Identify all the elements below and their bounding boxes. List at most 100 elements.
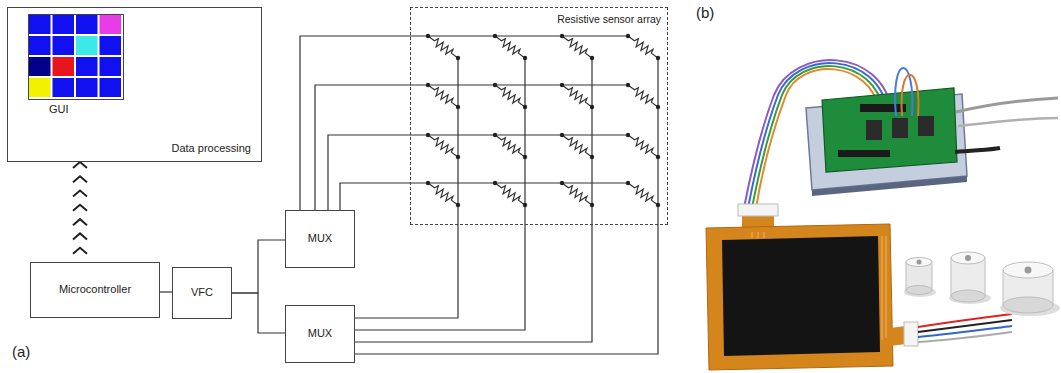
junction-dots xyxy=(426,34,660,207)
column-wire xyxy=(591,58,592,225)
row-wire xyxy=(410,84,628,85)
resistor-symbol xyxy=(493,33,528,61)
screw xyxy=(965,255,971,261)
connector xyxy=(738,204,778,216)
resistor-symbol xyxy=(560,132,595,160)
junction-dot xyxy=(590,203,594,207)
cable xyxy=(958,118,1058,126)
heatmap-cell xyxy=(29,36,51,55)
trace xyxy=(752,232,764,238)
junction-dot xyxy=(493,181,497,185)
resistor-symbol xyxy=(426,33,461,61)
junction-dot xyxy=(626,181,630,185)
junction-dot xyxy=(523,203,527,207)
junction-dot xyxy=(590,105,594,109)
gui-heatmap xyxy=(29,15,121,97)
junction-dot xyxy=(590,155,594,159)
junction-dot xyxy=(560,34,564,38)
weight-large-base xyxy=(1003,297,1053,313)
flex-pcb xyxy=(706,224,893,370)
weight-small-base xyxy=(906,286,932,295)
junction-dot xyxy=(456,105,460,109)
junction-dot xyxy=(560,83,564,87)
wire-loop xyxy=(902,75,919,116)
chip xyxy=(866,120,882,140)
weight-small-top xyxy=(906,258,932,267)
wire xyxy=(918,320,1012,332)
heatmap-cell xyxy=(76,36,98,55)
signal-wire xyxy=(232,240,285,293)
wire xyxy=(918,332,1012,342)
panel-label: (b) xyxy=(696,4,714,21)
signal-wire xyxy=(355,225,658,354)
heatmap-cell xyxy=(100,36,122,55)
signal-wire xyxy=(315,85,410,210)
weight-large-top xyxy=(1003,262,1053,278)
node-text: MUX xyxy=(308,327,332,340)
junction-dot xyxy=(493,133,497,137)
junction-dot xyxy=(626,133,630,137)
weight-medium-base xyxy=(951,290,985,302)
node-text: Microcontroller xyxy=(59,283,131,296)
heatmap-cell xyxy=(100,57,122,76)
junction-dot xyxy=(426,133,430,137)
row-wire xyxy=(410,35,628,36)
trace xyxy=(882,236,886,340)
resistor-symbol xyxy=(426,132,461,160)
junction-dot xyxy=(493,83,497,87)
junction-dot xyxy=(626,83,630,87)
resistor-symbol xyxy=(493,132,528,160)
power-cable xyxy=(955,148,1000,152)
weight-medium-top xyxy=(951,252,985,264)
heatmap-cell xyxy=(53,15,75,34)
heatmap-cell xyxy=(53,78,75,97)
junction-dot xyxy=(426,83,430,87)
signal-wire xyxy=(355,225,592,342)
sensor-array-box: Resistive sensor array xyxy=(410,7,668,225)
heatmap-cell xyxy=(100,78,122,97)
green-pcb xyxy=(822,88,957,172)
row-wire xyxy=(410,134,628,135)
chip xyxy=(892,118,908,138)
heatmap-cell xyxy=(76,15,98,34)
chevron-arrow xyxy=(79,162,80,262)
junction-dot xyxy=(493,34,497,38)
junction-dot xyxy=(560,181,564,185)
panel-label: (a) xyxy=(12,343,30,360)
converter-box: VFC xyxy=(172,267,232,319)
junction-dot xyxy=(523,56,527,60)
junction-dot xyxy=(590,56,594,60)
junction-dot xyxy=(656,155,660,159)
resistor-symbol xyxy=(626,132,661,160)
row-wire xyxy=(410,182,628,183)
junction-dot xyxy=(560,133,564,137)
resistor-symbol xyxy=(560,180,595,208)
connector xyxy=(904,322,918,346)
node-text: MUX xyxy=(308,232,332,245)
resistor-symbol xyxy=(560,82,595,110)
pin-header xyxy=(838,150,890,157)
resistor-symbol xyxy=(626,180,661,208)
heatmap-cell xyxy=(100,15,122,34)
mux-box: MUX xyxy=(285,305,355,363)
wire xyxy=(918,326,1012,337)
signal-wire xyxy=(355,225,458,318)
microcontroller-box: Microcontroller xyxy=(30,262,160,318)
junction-dot xyxy=(656,56,660,60)
signal-wire xyxy=(160,291,172,292)
junction-dot xyxy=(456,155,460,159)
signal-wire xyxy=(355,225,525,330)
signal-wire xyxy=(328,135,410,210)
column-wire xyxy=(524,58,525,225)
base-edge xyxy=(812,176,967,196)
mux-box: MUX xyxy=(285,210,355,268)
heatmap-cell xyxy=(53,57,75,76)
node-text: Resistive sensor array xyxy=(557,13,661,26)
screw xyxy=(1025,267,1032,274)
resistor-grid xyxy=(410,33,660,225)
junction-dot xyxy=(656,105,660,109)
node-text: VFC xyxy=(191,286,213,299)
heatmap-cell xyxy=(29,57,51,76)
junction-dot xyxy=(456,203,460,207)
junction-dot xyxy=(426,181,430,185)
